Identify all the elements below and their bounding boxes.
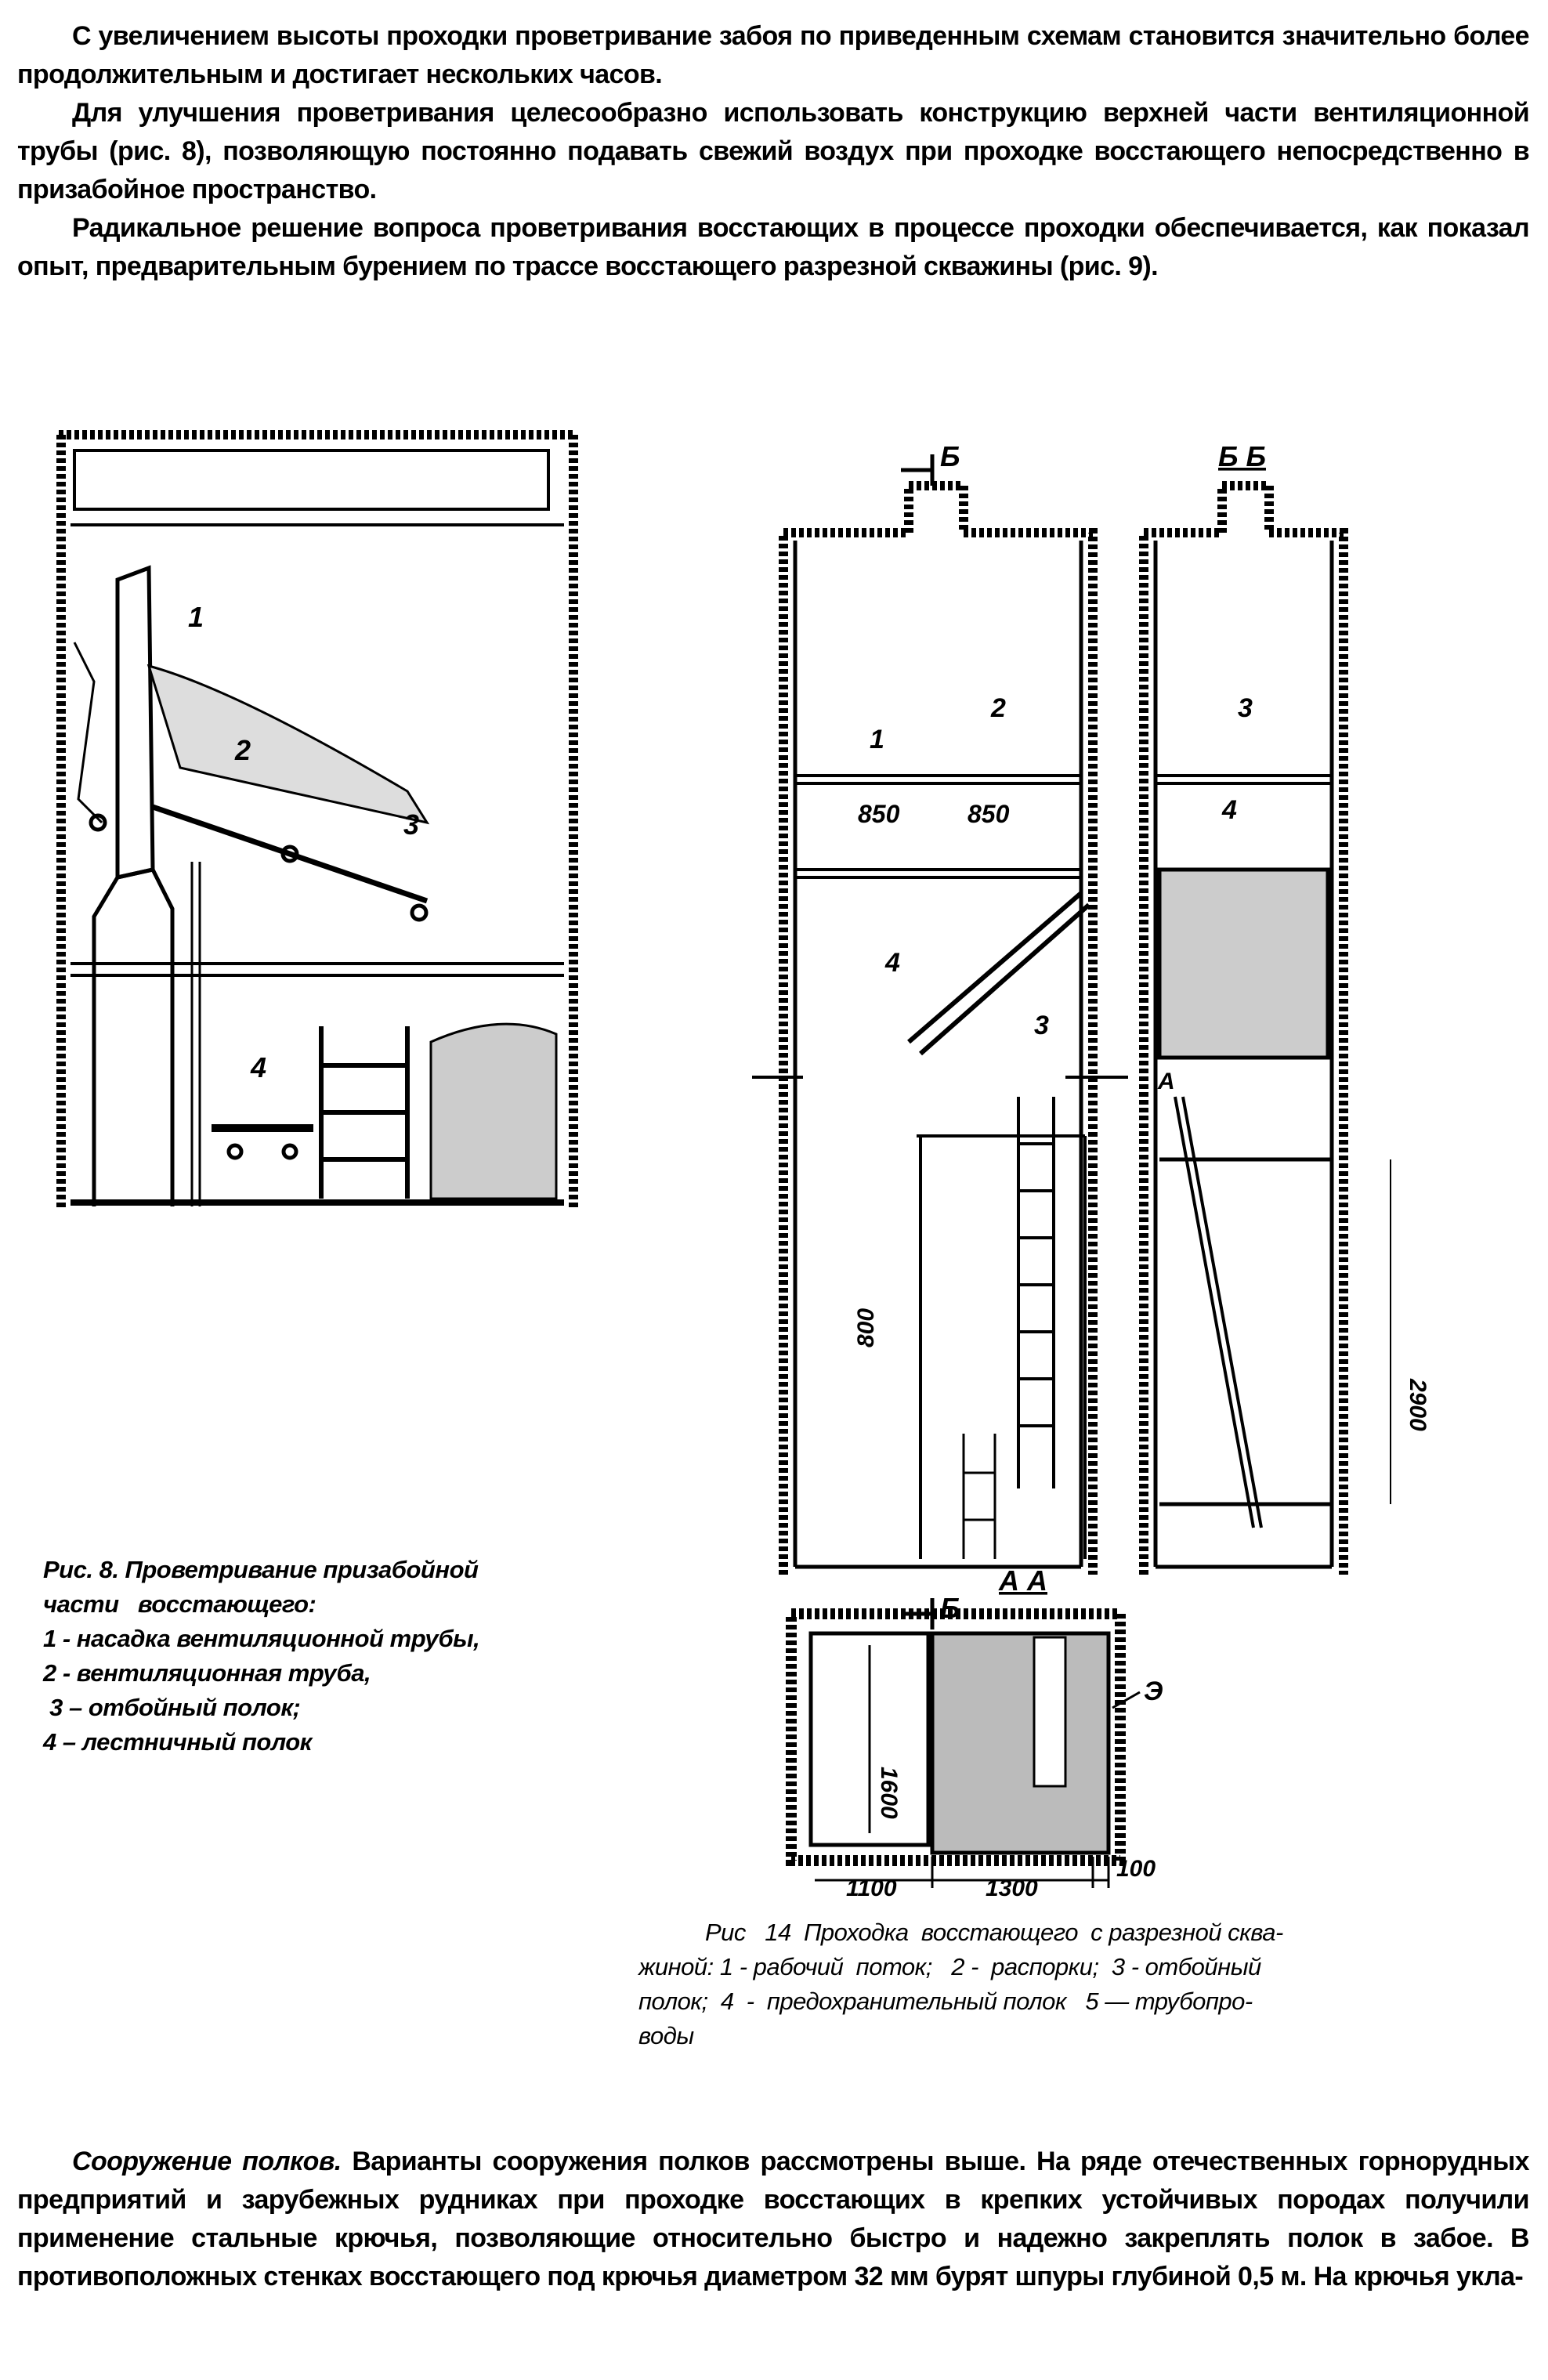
fig8-label-2: 2: [234, 734, 251, 766]
dim-2900: 2900: [1405, 1378, 1430, 1431]
fig14-label-3: 3: [1034, 1011, 1049, 1040]
fig14-label-4b: 4: [1221, 795, 1237, 825]
caption-line: воды: [638, 2022, 694, 2049]
section-mark-top: Б: [940, 440, 960, 472]
paragraph: Для улучшения проветривания целесообразн…: [17, 98, 1530, 204]
bottom-text: Сооружение полков. Варианты сооружения п…: [17, 2143, 1530, 2296]
section-aa-title: А А: [998, 1564, 1047, 1597]
caption-line: 2 - вентиляционная труба,: [43, 1659, 371, 1687]
caption-line: Рис 14 Проходка восстающего с разрезной …: [705, 1919, 1283, 1946]
fig14-drawing: Б Б Б Б А А 1 2 3 4 3 4 А 850 850 800 29…: [752, 440, 1430, 1629]
fig8-label-3: 3: [403, 808, 419, 841]
caption-line: 1 - насадка вентиляционной трубы,: [43, 1625, 480, 1652]
fig14-label-1: 1: [870, 725, 884, 754]
fig14-label-5: Э: [1144, 1676, 1163, 1706]
fig14-section-aa: Э 1600 1100 1300 100: [786, 1608, 1163, 1901]
dim-1300: 1300: [986, 1875, 1038, 1901]
fig8-caption: Рис. 8. Проветривание призабойной части …: [43, 1553, 480, 1760]
section-heading: Сооружение полков.: [72, 2147, 342, 2176]
fig14-label-a: А: [1157, 1069, 1175, 1094]
fig8-label-1: 1: [188, 601, 204, 633]
dim-1600: 1600: [876, 1767, 902, 1819]
fig14-label-4: 4: [884, 948, 900, 978]
paragraph: Радикальное решение вопроса проветривани…: [17, 213, 1530, 281]
dim-850-a: 850: [858, 800, 900, 828]
fig8-drawing: 1 2 3 4: [56, 430, 578, 1210]
paragraph-body: Варианты сооружения полков рассмотрены в…: [17, 2147, 1530, 2291]
intro-text: С увеличением высоты проходки проветрива…: [17, 17, 1530, 286]
fig14-label-2: 2: [990, 693, 1006, 723]
dim-800: 800: [853, 1308, 879, 1347]
paragraph: Сооружение полков. Варианты сооружения п…: [17, 2143, 1530, 2296]
caption-line: Рис. 8. Проветривание призабойной: [43, 1556, 479, 1583]
fig8-label-4: 4: [250, 1051, 266, 1083]
caption-line: 3 – отбойный полок;: [43, 1694, 301, 1721]
section-bb-title: Б Б: [1218, 440, 1266, 472]
paragraph: С увеличением высоты проходки проветрива…: [17, 21, 1530, 89]
caption-line: 4 – лестничный полок: [43, 1728, 312, 1756]
caption-line: части восстающего:: [43, 1590, 316, 1618]
caption-line: жиной: 1 - рабочий поток; 2 - распорки; …: [638, 1953, 1261, 1980]
caption-line: полок; 4 - предохранительный полок 5 — т…: [638, 1988, 1253, 2015]
dim-850-b: 850: [968, 800, 1010, 828]
fig14-caption: Рис 14 Проходка восстающего с разрезной …: [638, 1915, 1283, 2053]
dim-1100: 1100: [846, 1875, 897, 1901]
fig14-label-3b: 3: [1238, 693, 1253, 723]
dim-100: 100: [1116, 1856, 1156, 1882]
